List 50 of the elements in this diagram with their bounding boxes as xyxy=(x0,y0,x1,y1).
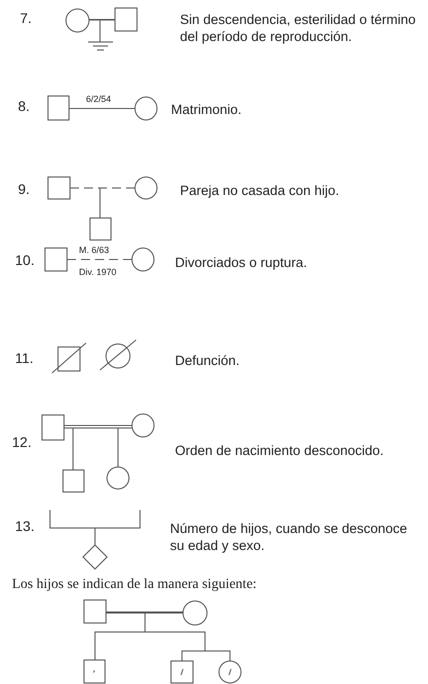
female-symbol xyxy=(134,96,158,120)
male-symbol xyxy=(44,248,68,272)
female-symbol xyxy=(218,660,242,684)
connector-line xyxy=(100,20,116,42)
description-text: Sin descendencia, esterilidad o término del período de reproducción. xyxy=(180,11,417,45)
edge-label: M. 6/63 xyxy=(78,245,110,255)
item-number: 9. xyxy=(18,181,30,198)
connector-line xyxy=(106,612,184,614)
connector-line xyxy=(66,259,132,260)
description-text: Orden de nacimiento desconocido. xyxy=(175,442,384,459)
male-symbol xyxy=(84,600,106,624)
item-number: 8. xyxy=(18,98,30,115)
item-number: 12. xyxy=(12,434,32,451)
male-symbol xyxy=(48,96,70,120)
connector-line xyxy=(88,19,116,20)
unknown-sex-symbol xyxy=(82,544,108,570)
connector-line xyxy=(68,108,136,109)
date-text: Div. 1970 xyxy=(78,267,118,277)
deceased-male-symbol xyxy=(52,342,86,374)
male-symbol xyxy=(114,8,138,32)
male-symbol xyxy=(90,218,112,240)
connector-line xyxy=(100,188,136,218)
female-symbol xyxy=(132,248,154,272)
female-symbol xyxy=(66,8,90,32)
description-text: Matrimonio. xyxy=(171,101,242,118)
item-number: 13. xyxy=(15,518,34,535)
item-number: 10. xyxy=(15,252,34,269)
no-offspring-sign xyxy=(88,42,114,50)
connector-line xyxy=(118,428,133,468)
description-text: Defunción. xyxy=(175,352,240,369)
female-symbol xyxy=(106,466,130,490)
description-text: Divorciados o ruptura. xyxy=(175,254,308,271)
connector-line xyxy=(64,425,132,426)
male-symbol xyxy=(170,660,194,684)
description-text: Pareja no casada con hijo. xyxy=(180,182,340,199)
item-number: 7. xyxy=(20,10,32,27)
male-symbol xyxy=(42,414,64,440)
instruction-text: Los hijos se indican de la manera siguiente: xyxy=(12,576,257,593)
description-text: Número de hijos, cuando se desconoce su edad y sexo. xyxy=(170,520,408,554)
male-symbol xyxy=(62,470,84,492)
male-symbol xyxy=(84,660,106,684)
item-number: 11. xyxy=(15,350,34,367)
deceased-female-symbol xyxy=(100,340,136,370)
female-symbol xyxy=(182,600,208,626)
bracket-line xyxy=(50,510,140,546)
connector-line xyxy=(144,612,230,662)
female-symbol xyxy=(132,414,154,438)
male-symbol xyxy=(48,176,70,200)
female-symbol xyxy=(134,176,158,200)
edge-label: 6/2/54 xyxy=(85,94,112,104)
